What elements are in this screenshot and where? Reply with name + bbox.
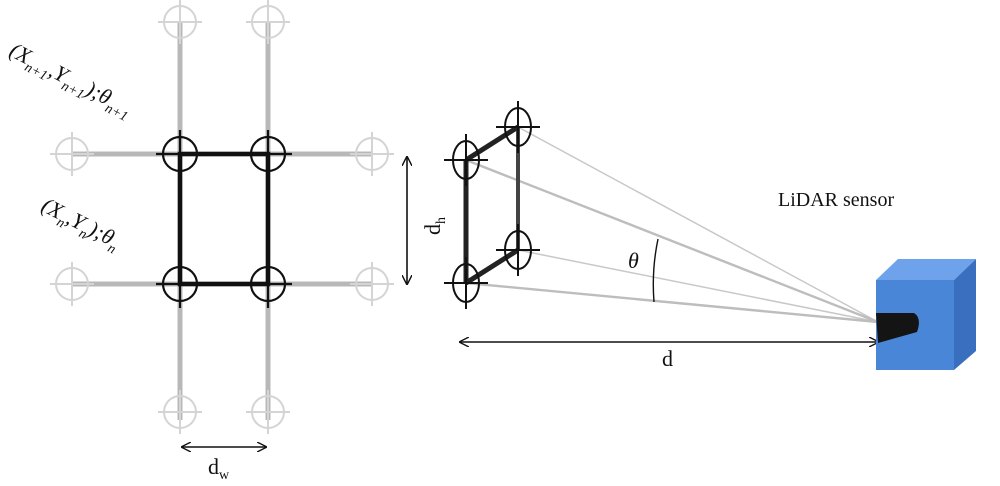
lens-icon [876, 313, 919, 343]
lidar-sensor [876, 259, 976, 370]
sensor-label: LiDAR sensor [778, 189, 894, 211]
theta-arc [652, 238, 659, 303]
lidar-rays [465, 126, 879, 324]
dw-label: dw [208, 454, 230, 483]
grid-lines [72, 22, 372, 420]
coord-label-n: (Xn,Yn);θn [35, 192, 124, 257]
perspective-cell [463, 124, 520, 286]
perspective-nodes [444, 101, 540, 309]
theta-label: θ [628, 248, 639, 273]
cell-nodes [156, 130, 292, 308]
grid-cell [177, 151, 271, 287]
faded-nodes [50, 0, 394, 434]
d-label: d [662, 346, 673, 371]
coord-label-n-plus-1: (Xn+1,Yn+1);θn+1 [3, 37, 136, 125]
dh-label: dh [420, 217, 449, 235]
